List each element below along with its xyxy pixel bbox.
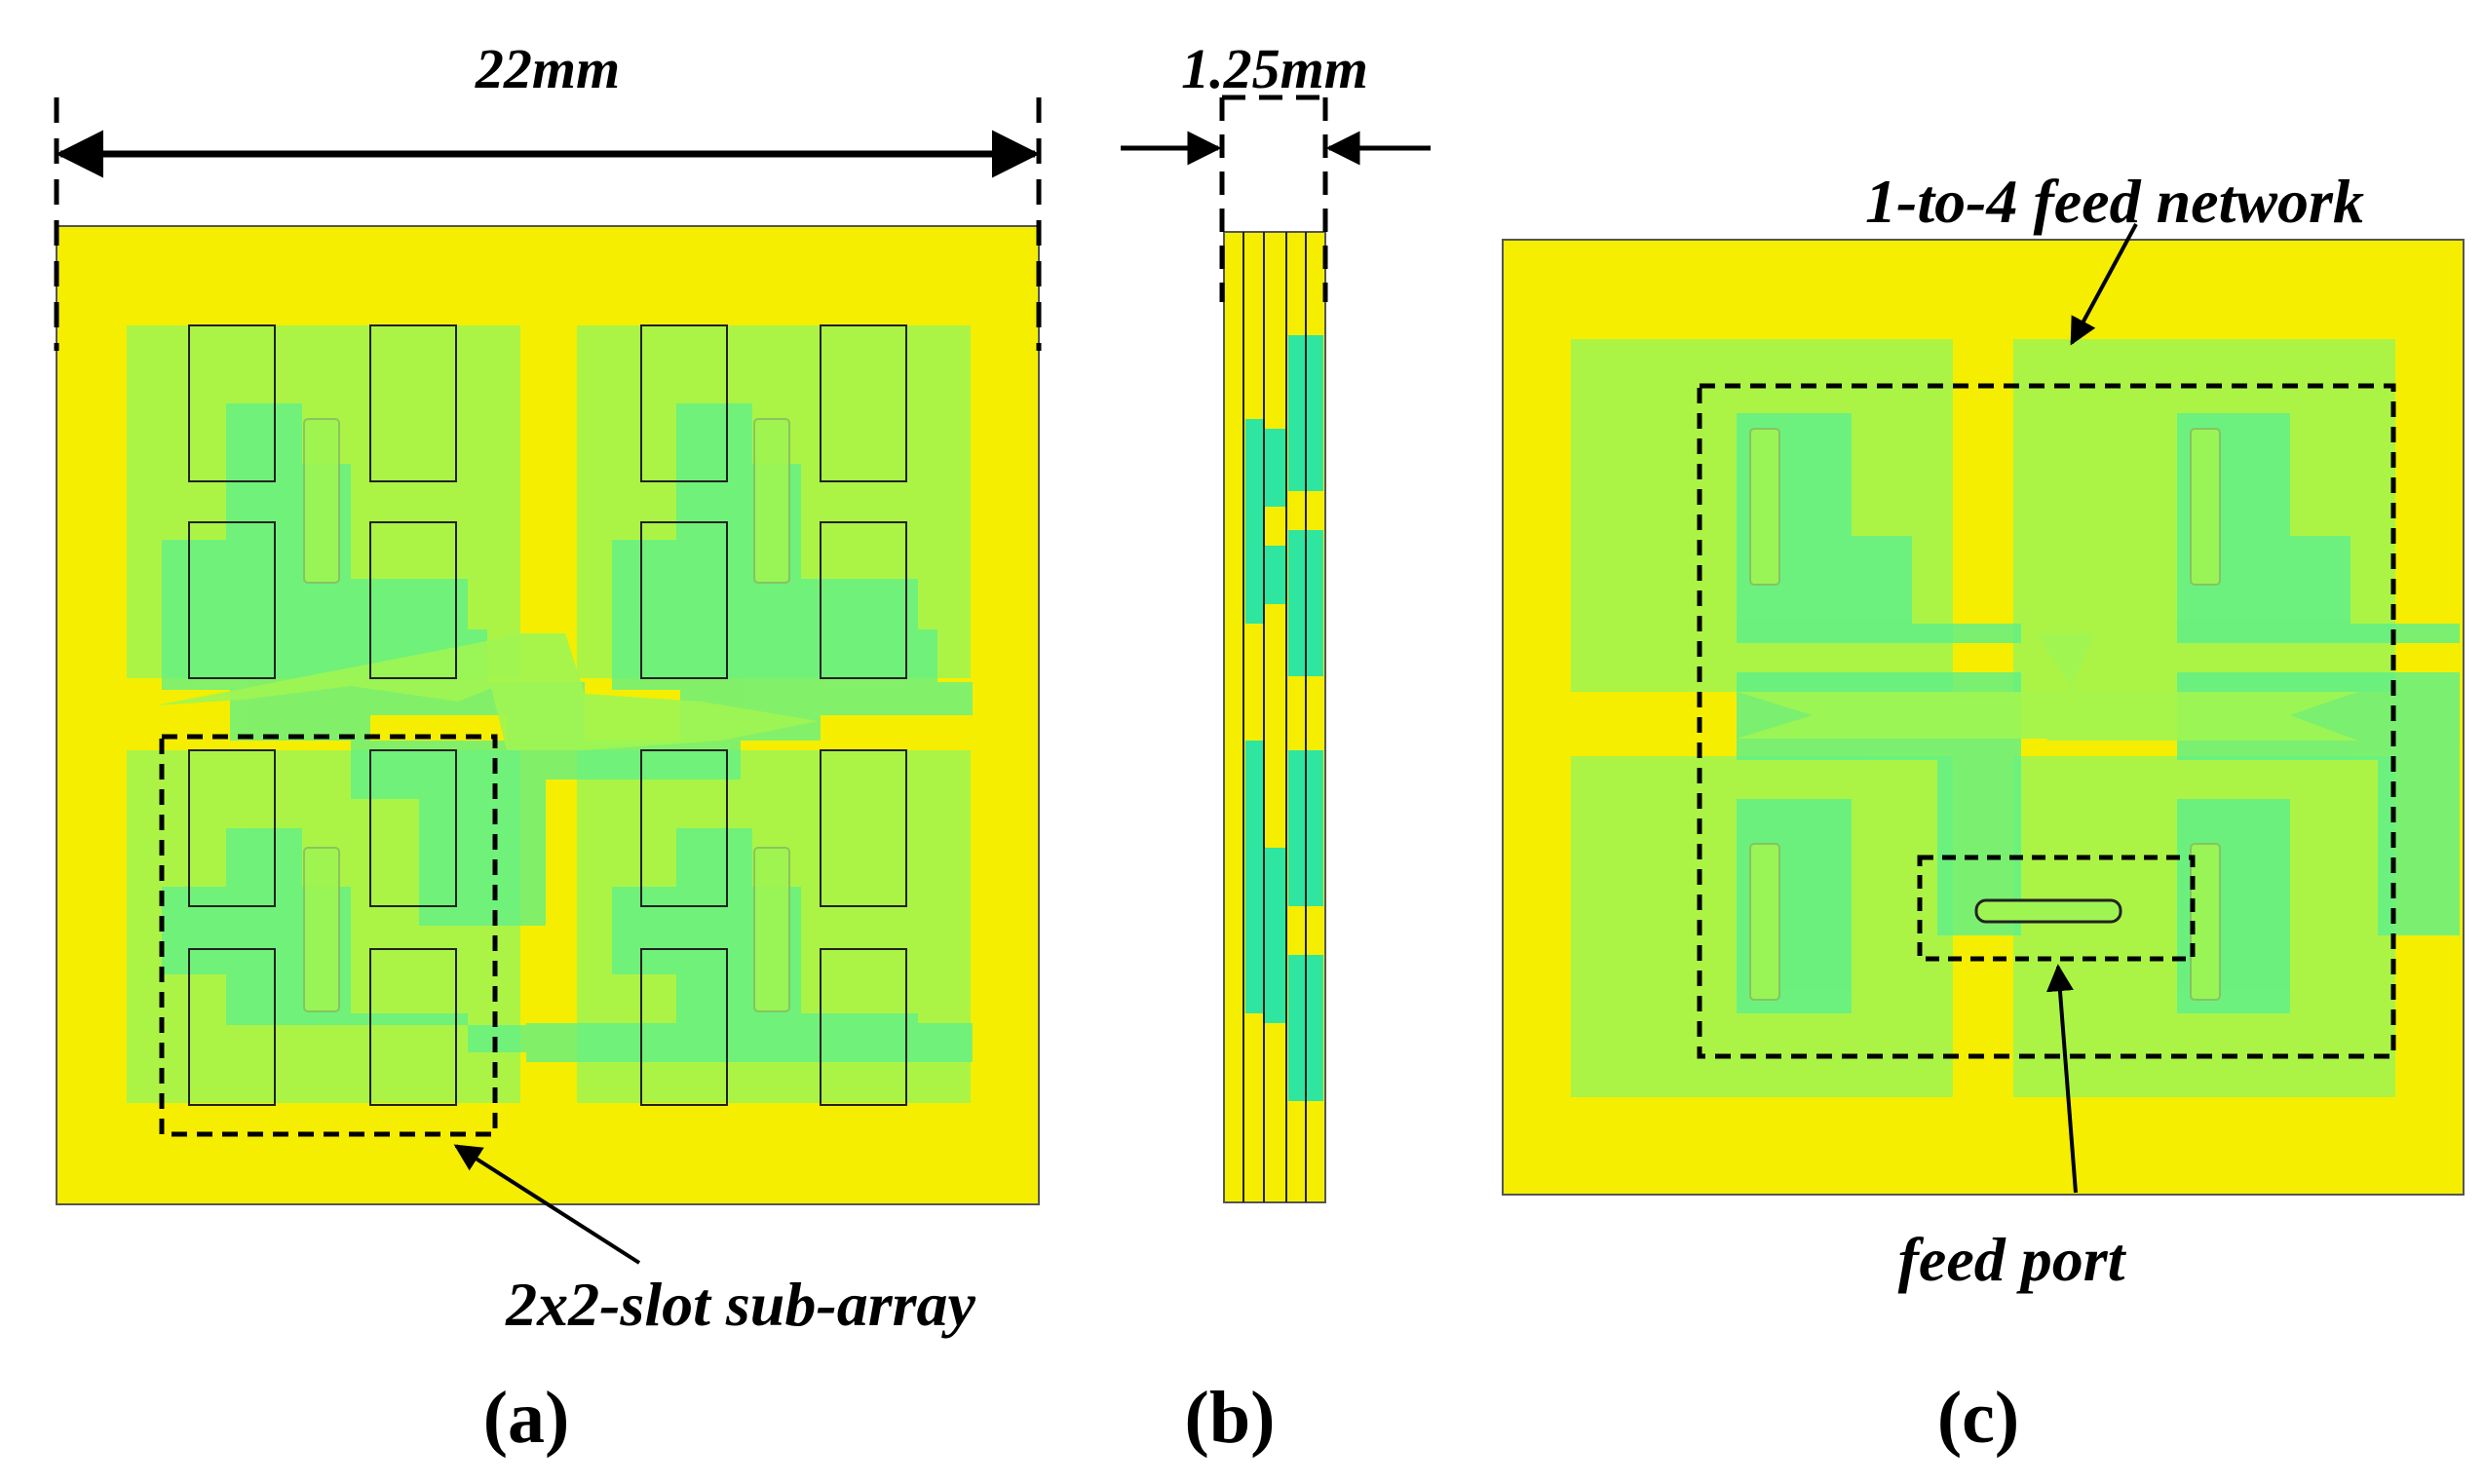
slot bbox=[369, 749, 457, 907]
feed-network-label: 1-to-4 feed network bbox=[1865, 167, 2364, 236]
slot bbox=[188, 324, 276, 482]
feed-network-pointer-arrow bbox=[2070, 223, 2138, 346]
slot bbox=[188, 521, 276, 679]
slot bbox=[640, 948, 728, 1106]
subarray-highlight-box bbox=[159, 734, 498, 1137]
dimension-22mm bbox=[54, 97, 1042, 351]
feed-port-slot bbox=[1974, 898, 2122, 924]
dimension-label-22mm: 22mm bbox=[475, 37, 620, 100]
slot bbox=[369, 948, 457, 1106]
panel-b-side-view: 1.25mm (b) bbox=[1121, 37, 1431, 1459]
feed-stubs-c bbox=[1749, 428, 2221, 1001]
panel-a-top-view: 22mm 2x2-slot sub-array (a) bbox=[54, 37, 1042, 1459]
feed-port-highlight-box bbox=[1917, 855, 2196, 962]
feed-port-pointer-arrow bbox=[2045, 964, 2078, 1194]
caption-c: (c) bbox=[1937, 1377, 2019, 1459]
slot bbox=[820, 521, 907, 679]
slot bbox=[820, 749, 907, 907]
subarray-label: 2x2-slot sub-array bbox=[505, 1270, 975, 1339]
feed-taper-center bbox=[156, 633, 819, 750]
feed-port-label: feed port bbox=[1898, 1225, 2127, 1294]
slot bbox=[640, 521, 728, 679]
slot bbox=[820, 948, 907, 1106]
panel-c-bottom-view: 1-to-4 feed network feed port (c) bbox=[1502, 167, 2465, 1459]
radiating-slots bbox=[188, 324, 907, 1106]
slot bbox=[369, 521, 457, 679]
slot bbox=[369, 324, 457, 482]
subarray-pointer-arrow bbox=[453, 1144, 641, 1265]
feed-stubs-a bbox=[303, 418, 790, 1012]
slot bbox=[188, 948, 276, 1106]
dimension-1-25mm bbox=[1121, 95, 1431, 302]
caption-a: (a) bbox=[483, 1377, 570, 1459]
feed-taper-c bbox=[1737, 633, 2358, 741]
dimension-label-1-25mm: 1.25mm bbox=[1181, 37, 1368, 100]
slot bbox=[640, 324, 728, 482]
slot bbox=[640, 749, 728, 907]
slot bbox=[820, 324, 907, 482]
feed-network-highlight-box bbox=[1697, 383, 2396, 1059]
slot bbox=[188, 749, 276, 907]
stack-layer-lines bbox=[1242, 232, 1307, 1202]
caption-b: (b) bbox=[1185, 1377, 1276, 1459]
